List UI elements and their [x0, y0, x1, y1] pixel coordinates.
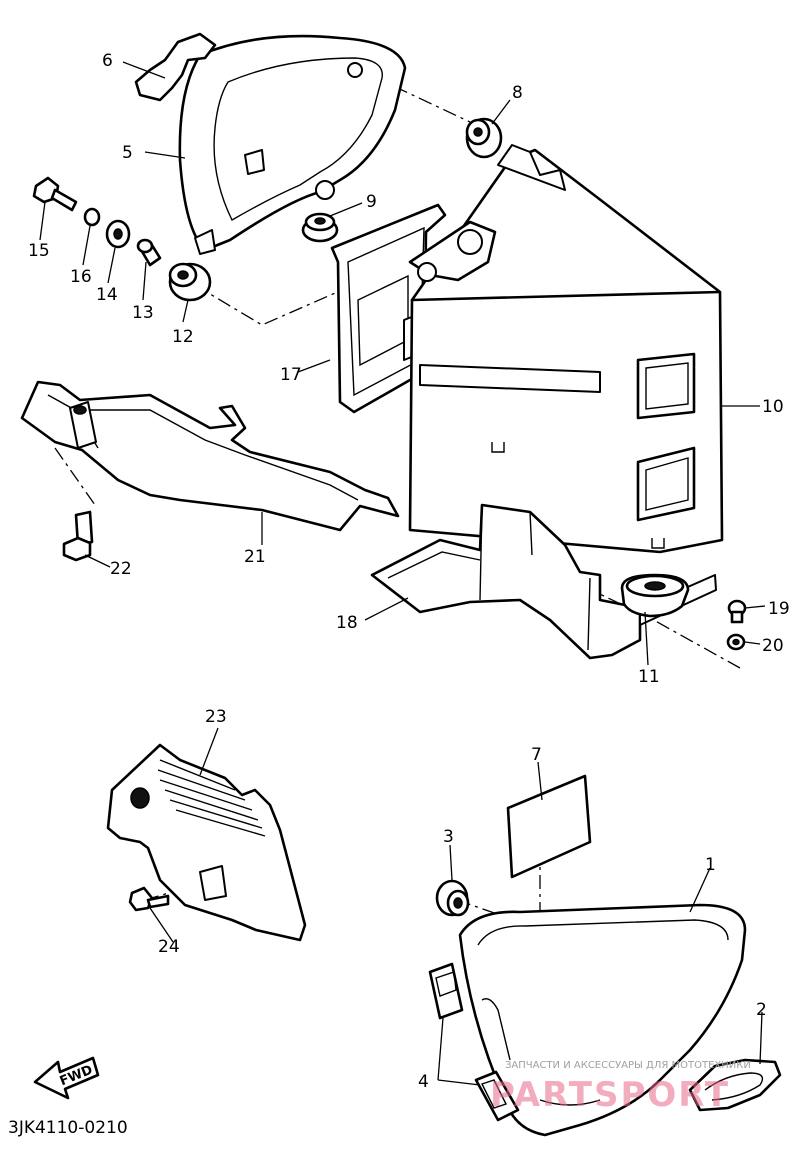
part-23-cover	[106, 743, 307, 942]
assembly-lines	[54, 74, 741, 1033]
part-5-side-cover-bracket	[178, 34, 407, 255]
watermark-caption: ЗАПЧАСТИ И АКСЕССУАРЫ ДЛЯ МОТОТЕХНИКИ	[505, 1060, 751, 1071]
callout-23: 23	[205, 707, 227, 727]
part-20-washer	[726, 633, 746, 651]
callout-6: 6	[102, 51, 113, 71]
part-7-label	[506, 774, 592, 879]
part-3-grommet	[435, 879, 470, 917]
part-2-emblem	[688, 1058, 782, 1112]
callout-15: 15	[28, 241, 50, 261]
part-21-battery-band	[20, 380, 400, 532]
part-22-bolt	[62, 510, 94, 562]
callout-4: 4	[418, 1072, 429, 1092]
part-14-washer	[105, 219, 131, 249]
callout-10: 10	[762, 397, 784, 417]
watermark: ЗАПЧАСТИ И АКСЕССУАРЫ ДЛЯ МОТОТЕХНИКИ PA…	[490, 1060, 751, 1115]
callout-19: 19	[768, 599, 790, 619]
part-15-bolt	[32, 176, 78, 212]
callout-13: 13	[132, 303, 154, 323]
part-10-battery-box	[408, 144, 724, 554]
watermark-brand: PARTSPORT	[490, 1075, 730, 1115]
callout-14: 14	[96, 285, 118, 305]
callout-11: 11	[638, 667, 660, 687]
callout-8: 8	[512, 83, 523, 103]
part-13-collar	[136, 238, 162, 267]
part-16-spring-washer	[83, 207, 101, 227]
callout-numbers: 1 2 3 4 5 6 7 8 9 10 11 12 13 14 15 16 1…	[28, 51, 790, 1092]
part-11-grommet	[620, 573, 690, 618]
part-24-screw	[128, 886, 170, 912]
callout-5: 5	[122, 143, 133, 163]
leader-lines	[39, 61, 766, 1086]
callout-2: 2	[756, 1000, 767, 1020]
part-8-grommet	[465, 117, 503, 159]
part-6-clip	[134, 32, 217, 102]
callout-18: 18	[336, 613, 358, 633]
callout-7: 7	[531, 745, 542, 765]
callout-20: 20	[762, 636, 784, 656]
part-12-grommet	[168, 262, 212, 302]
part-9-grommet	[301, 212, 339, 243]
fwd-arrow-icon: FWD	[33, 1056, 100, 1100]
callout-12: 12	[172, 327, 194, 347]
callout-9: 9	[366, 192, 377, 212]
part-4-damper	[428, 962, 520, 1122]
callout-22: 22	[110, 559, 132, 579]
callout-16: 16	[70, 267, 92, 287]
callout-21: 21	[244, 547, 266, 567]
part-19-screw	[727, 599, 747, 624]
callout-3: 3	[443, 827, 454, 847]
callout-24: 24	[158, 937, 180, 957]
drawing-code: 3JK4110-0210	[8, 1118, 128, 1138]
callout-17: 17	[280, 365, 302, 385]
callout-1: 1	[705, 855, 716, 875]
